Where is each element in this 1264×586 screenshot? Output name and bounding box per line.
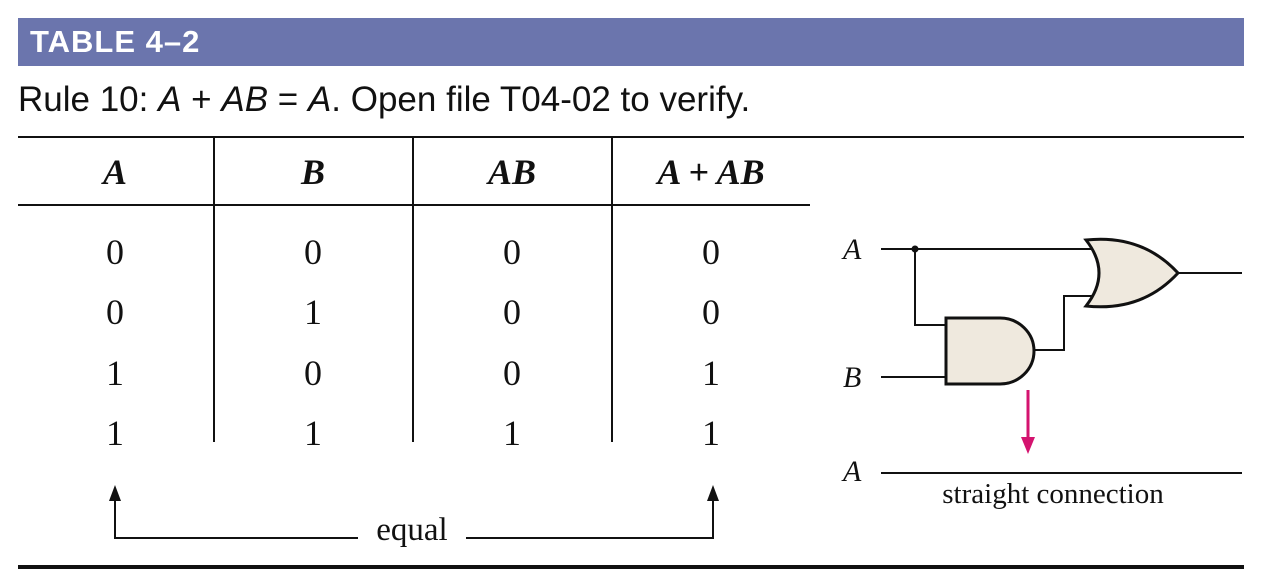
table-cell: 0 (304, 353, 322, 393)
rule-suffix: . Open file T04-02 to verify. (331, 80, 751, 119)
column-divider (412, 138, 414, 442)
top-rule (18, 136, 1244, 138)
rule-equals: = (268, 80, 308, 119)
column-header-ab: AB (487, 152, 537, 192)
or-gate-icon (1083, 237, 1181, 309)
output-label-a: A (841, 455, 862, 488)
down-arrow-icon (1021, 437, 1035, 454)
input-label-b: B (843, 361, 861, 394)
table-title: TABLE 4–2 (30, 24, 201, 59)
table-cell: 0 (106, 232, 124, 272)
table-cell: 0 (503, 232, 521, 272)
and-gate-icon (944, 316, 1036, 386)
table-cell: 0 (503, 292, 521, 332)
table-cell: 1 (304, 292, 322, 332)
circuit-wires (881, 248, 1242, 474)
junction-dot (911, 245, 919, 253)
table-cell: 0 (106, 292, 124, 332)
rule-plus: + (181, 80, 222, 119)
rule-prefix: Rule 10: (18, 80, 159, 119)
up-arrow-icon (109, 485, 121, 501)
table-cell: 0 (702, 232, 720, 272)
input-label-a: A (841, 233, 862, 266)
column-header-b: B (300, 152, 325, 192)
table-cell: 1 (503, 413, 521, 453)
rule-lhs-ab: AB (221, 80, 269, 119)
column-divider (213, 138, 215, 442)
header-rule (18, 204, 810, 206)
column-divider (611, 138, 613, 442)
rule-lhs-a: A (158, 80, 182, 119)
rule-rhs: A (307, 80, 332, 119)
table-cell: 0 (503, 353, 521, 393)
straight-connection-caption: straight connection (942, 478, 1164, 510)
column-header-a: A (102, 152, 127, 192)
table-banner: TABLE 4–2 (18, 18, 1244, 66)
rule-statement: Rule 10: A + AB = A. Open file T04-02 to… (18, 80, 750, 120)
table-cell: 0 (702, 292, 720, 332)
column-header-a-plus-ab: A + AB (657, 152, 765, 192)
table-cell: 1 (304, 413, 322, 453)
equal-label: equal (376, 512, 447, 548)
table-cell: 1 (106, 413, 124, 453)
up-arrow-icon (707, 485, 719, 501)
table-cell: 1 (702, 413, 720, 453)
bottom-rule (18, 565, 1244, 569)
table-cell: 1 (702, 353, 720, 393)
table-cell: 0 (304, 232, 322, 272)
table-cell: 1 (106, 353, 124, 393)
equal-bracket (114, 500, 714, 539)
